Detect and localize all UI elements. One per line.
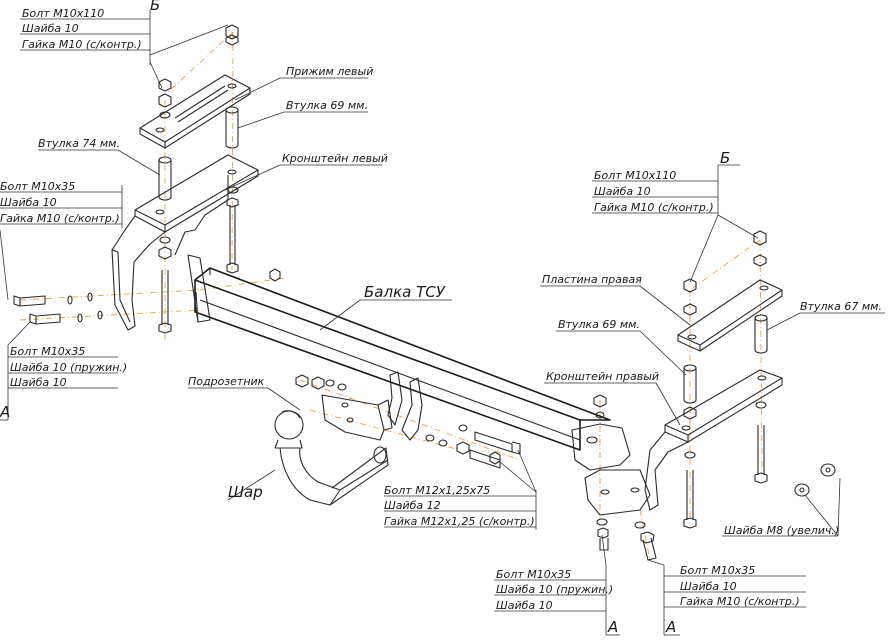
label-bottom-a-right: А: [665, 618, 676, 636]
label-top-washer: Шайба 10: [22, 22, 79, 35]
label-bottom-washer-spring: Шайба 10 (пружин.): [496, 583, 613, 596]
bottom-bolts: [596, 518, 657, 561]
label-sleeve-74: Втулка 74 мм.: [38, 137, 120, 150]
label-socket-holder: Подрозетник: [188, 375, 265, 388]
label-bolt-m12: Болт М12х1,25х75: [384, 484, 490, 497]
label-bottom-washer: Шайба 10: [496, 599, 553, 612]
bracket-left: [111, 154, 259, 331]
label-bracket-left: Кронштейн левый: [282, 152, 388, 165]
left-top-hardware: [158, 24, 239, 119]
left-horizontal-bolts: [13, 292, 103, 325]
label-bottom-bolt: Болт М10х35: [496, 568, 571, 581]
sleeve-74: [158, 156, 172, 201]
label-bottom-r-bolt: Болт М10х35: [680, 564, 755, 577]
label-left-washer: Шайба 10: [0, 196, 57, 209]
label-clamp-left: Прижим левый: [286, 65, 373, 78]
right-vertical-bolts: [593, 394, 768, 529]
clamp-left: [139, 74, 251, 149]
label-left-a-washer-spring: Шайба 10 (пружин.): [10, 361, 127, 374]
bracket-right: [584, 369, 783, 516]
beam-tsu: [187, 254, 631, 471]
label-nut-m12: Гайка М12х1,25 (с/контр.): [384, 515, 535, 528]
label-left-nut: Гайка М10 (с/контр.): [0, 212, 120, 225]
label-right-bolt: Болт М10х110: [594, 169, 676, 182]
tow-ball: [274, 410, 389, 506]
label-bracket-right: Кронштейн правый: [546, 370, 659, 383]
label-right-washer: Шайба 10: [594, 185, 651, 198]
label-right-b: Б: [720, 149, 730, 167]
label-sleeve-69-right: Втулка 69 мм.: [558, 318, 640, 331]
label-beam: Балка ТСУ: [364, 283, 446, 301]
label-ball: Шар: [228, 483, 263, 501]
label-right-nut: Гайка М10 (с/контр.): [594, 201, 714, 214]
assembly-axes: [19, 31, 763, 561]
right-top-hardware: [683, 230, 767, 316]
washers-m8: [794, 463, 836, 497]
label-washer-12: Шайба 12: [384, 499, 441, 512]
label-sleeve-67: Втулка 67 мм.: [800, 300, 882, 313]
label-sleeve-69-left: Втулка 69 мм.: [286, 99, 368, 112]
label-left-a-washer: Шайба 10: [10, 376, 67, 389]
label-left-a-bolt: Болт М10х35: [10, 345, 85, 358]
label-washer-m8: Шайба М8 (увелич.): [724, 524, 839, 537]
label-bottom-r-washer: Шайба 10: [680, 580, 737, 593]
label-top-b: Б: [150, 0, 160, 14]
leader-lines: [0, 10, 885, 636]
label-bottom-a-left: А: [607, 618, 618, 636]
sleeve-67: [754, 314, 768, 354]
socket-holder: [295, 371, 521, 469]
label-plate-right: Пластина правая: [542, 273, 642, 286]
label-bottom-r-nut: Гайка М10 (с/контр.): [680, 595, 800, 608]
label-top-nut: Гайка М10 (с/контр.): [22, 38, 142, 51]
label-left-bolt: Болт М10х35: [0, 180, 75, 193]
label-top-bolt: Болт М10х110: [22, 7, 104, 20]
left-vertical-bolts: [158, 186, 281, 334]
sleeve-69-left: [225, 106, 239, 149]
label-left-a: А: [0, 403, 10, 421]
plate-right: [677, 279, 783, 352]
